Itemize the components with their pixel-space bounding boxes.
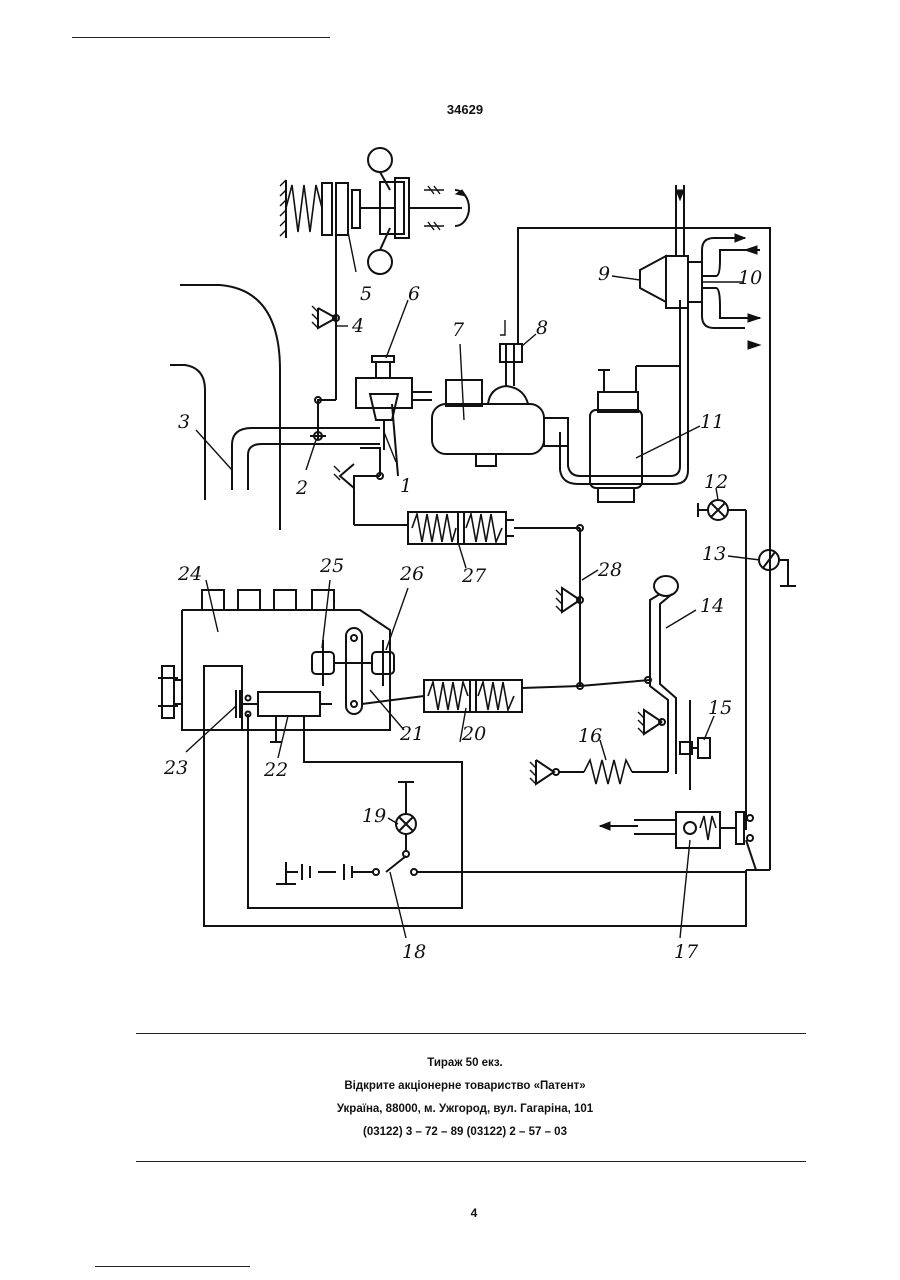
imprint-top-rule (136, 1033, 806, 1034)
label-1: 1 (400, 475, 412, 497)
label-5: 5 (360, 283, 372, 305)
label-12: 12 (704, 471, 728, 493)
label-25: 25 (319, 555, 344, 577)
label-16: 16 (578, 725, 602, 747)
spring-unit-27 (354, 512, 580, 544)
label-19: 19 (362, 805, 386, 827)
return-spring-16 (530, 760, 668, 784)
imprint-bottom-rule (136, 1161, 806, 1162)
label-21: 21 (399, 723, 424, 745)
imprint-address: Україна, 88000, м. Ужгород, вул. Гагарін… (0, 1098, 900, 1121)
label-14: 14 (700, 595, 724, 617)
centrifugal-governor (280, 148, 469, 274)
spring-unit-20 (362, 680, 580, 712)
pressure-switch-17 (600, 812, 756, 870)
label-23: 23 (163, 757, 188, 779)
page-number: 4 (0, 1206, 900, 1220)
label-24: 24 (177, 563, 202, 585)
filter-canister (560, 300, 688, 502)
label-18: 18 (402, 941, 426, 963)
label-11: 11 (700, 411, 724, 433)
imprint-publisher: Відкрите акціонерне товариство «Патент» (0, 1075, 900, 1098)
label-13: 13 (702, 543, 726, 565)
imprint-circulation: Тираж 50 екз. (0, 1052, 900, 1075)
accelerator-pedal (580, 576, 710, 790)
label-15: 15 (708, 697, 732, 719)
label-8: 8 (536, 317, 548, 339)
label-22: 22 (263, 759, 288, 781)
label-4: 4 (351, 315, 364, 337)
pump-unit (432, 320, 568, 466)
label-17: 17 (674, 941, 699, 963)
label-3: 3 (178, 411, 190, 433)
control-valve (334, 356, 432, 525)
label-10: 10 (738, 267, 762, 289)
label-28: 28 (597, 559, 622, 581)
lever-28 (556, 525, 583, 689)
engine-body-contour (180, 285, 280, 530)
control-line-top (518, 228, 770, 870)
label-6: 6 (408, 283, 420, 305)
label-9: 9 (598, 263, 610, 285)
label-26: 26 (399, 563, 424, 585)
label-7: 7 (452, 319, 465, 341)
imprint-block: Тираж 50 екз. Відкрите акціонерне товари… (0, 1052, 900, 1144)
imprint-phones: (03122) 3 – 72 – 89 (03122) 2 – 57 – 03 (0, 1121, 900, 1144)
pressure-gauge-13 (759, 550, 796, 586)
label-27: 27 (461, 565, 487, 587)
injection-pump-24 (158, 590, 394, 742)
label-2: 2 (295, 477, 308, 499)
label-20: 20 (461, 723, 486, 745)
